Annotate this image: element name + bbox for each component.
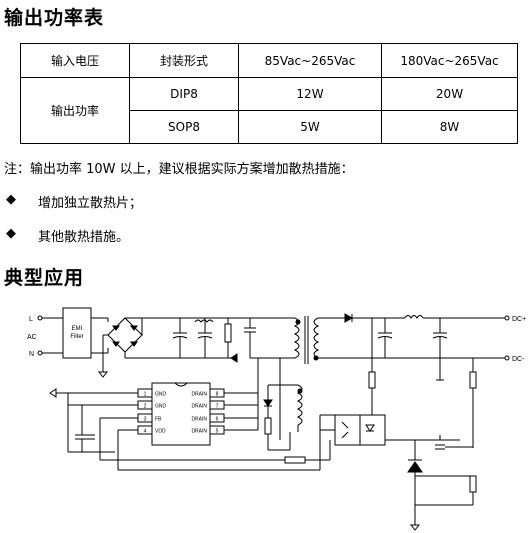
label-l: L (29, 316, 33, 323)
ic-pin-number: 7 (216, 404, 219, 410)
ic-pin-number: 4 (144, 429, 147, 435)
emi-label: EMI (72, 326, 83, 332)
output-power-table: 输入电压 封装形式 85Vac~265Vac 180Vac~265Vac 输出功… (20, 43, 518, 144)
bullet-icon: ◆ (6, 192, 16, 207)
row-label-output-power: 输出功率 (20, 77, 130, 144)
page-title: 输出功率表 (4, 7, 105, 29)
package-cell: SOP8 (129, 110, 239, 144)
bridge-rectifier (97, 317, 143, 378)
ic-pin-number: 3 (144, 417, 147, 423)
optocoupler (319, 410, 460, 470)
power-cell: 20W (381, 77, 518, 111)
ac-input: L AC N (27, 315, 63, 358)
bullet-text: 其他散热措施。 (38, 230, 130, 245)
label-dc-neg: DC- (512, 356, 525, 363)
ic-pin-number: 2 (144, 404, 147, 410)
package-cell: DIP8 (129, 77, 239, 111)
ic-wiring (49, 358, 331, 471)
ic-pin-name: DRAIN (191, 417, 207, 423)
header-package: 封装形式 (129, 43, 239, 78)
table-row: SOP8 5W 8W (21, 110, 518, 144)
table-row: 输出功率 DIP8 12W 20W (20, 77, 518, 144)
bullet-icon: ◆ (6, 226, 16, 241)
label-n: N (29, 351, 34, 358)
secondary-output: DC+ DC- (318, 313, 526, 448)
power-cell: 8W (381, 110, 518, 144)
ic-pin-number: 6 (216, 417, 219, 423)
filter-label: Filter (70, 334, 83, 340)
header-input-voltage: 输入电压 (20, 43, 130, 78)
ic-pin-name: VDD (155, 429, 166, 435)
ic-pin-name: DRAIN (191, 404, 207, 410)
emi-filter: EMI Filter (62, 307, 109, 359)
bullet-text: 增加独立散热片； (38, 196, 143, 211)
power-cell: 5W (238, 110, 382, 144)
power-cell: 12W (238, 77, 382, 111)
transformer (268, 316, 320, 440)
snubber (224, 318, 280, 363)
table-header-row: 输入电压 封装形式 85Vac~265Vac 180Vac~265Vac (20, 43, 518, 78)
tl431-regulator (407, 435, 477, 531)
bulk-capacitors (172, 318, 214, 358)
ic-pin-name: DRAIN (191, 429, 207, 435)
header-180-265: 180Vac~265Vac (381, 43, 518, 78)
section-title-typical-application: 典型应用 (4, 267, 85, 289)
ic-pin-number: 1 (144, 392, 147, 398)
ic-pin-name: GND (155, 404, 167, 410)
header-85-265: 85Vac~265Vac (238, 43, 382, 78)
ic-pin-number: 8 (216, 392, 219, 398)
heat-note: 注：输出功率 10W 以上，建议根据实际方案增加散热措施： (4, 162, 354, 177)
ic-pin-number: 5 (216, 429, 219, 435)
ic-pin-name: GND (155, 392, 167, 398)
ic-pin-name: DRAIN (191, 392, 207, 398)
label-dc-pos: DC+ (512, 316, 526, 323)
circuit-diagram: L AC N EMI Filter (27, 307, 526, 531)
ic-pin-name: FB (155, 417, 162, 423)
label-ac: AC (27, 334, 37, 341)
